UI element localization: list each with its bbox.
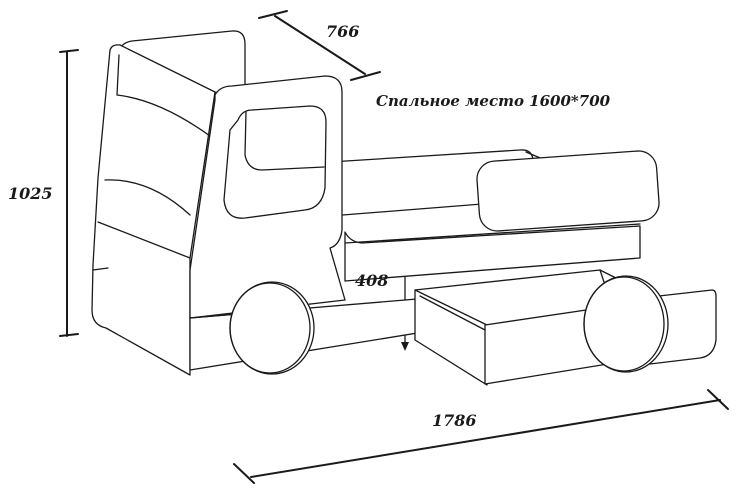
cab-window bbox=[223, 105, 327, 219]
bed-footboard bbox=[476, 150, 660, 232]
dimension-depth-line bbox=[258, 10, 381, 81]
front-wheel bbox=[229, 281, 315, 375]
bed-side-board bbox=[344, 223, 641, 282]
sleeping-place-label: Спальное место 1600*700 bbox=[376, 92, 611, 110]
height-dimension-label: 1025 bbox=[8, 184, 53, 203]
rear-wheel bbox=[583, 275, 669, 373]
cab-side bbox=[91, 44, 216, 376]
depth-dimension-label: 766 bbox=[326, 22, 360, 41]
bed-height-dimension-label: 408 bbox=[355, 271, 389, 290]
length-dimension-label: 1786 bbox=[432, 411, 477, 430]
dimension-length-line bbox=[233, 389, 729, 484]
dimension-height-line bbox=[59, 49, 79, 337]
